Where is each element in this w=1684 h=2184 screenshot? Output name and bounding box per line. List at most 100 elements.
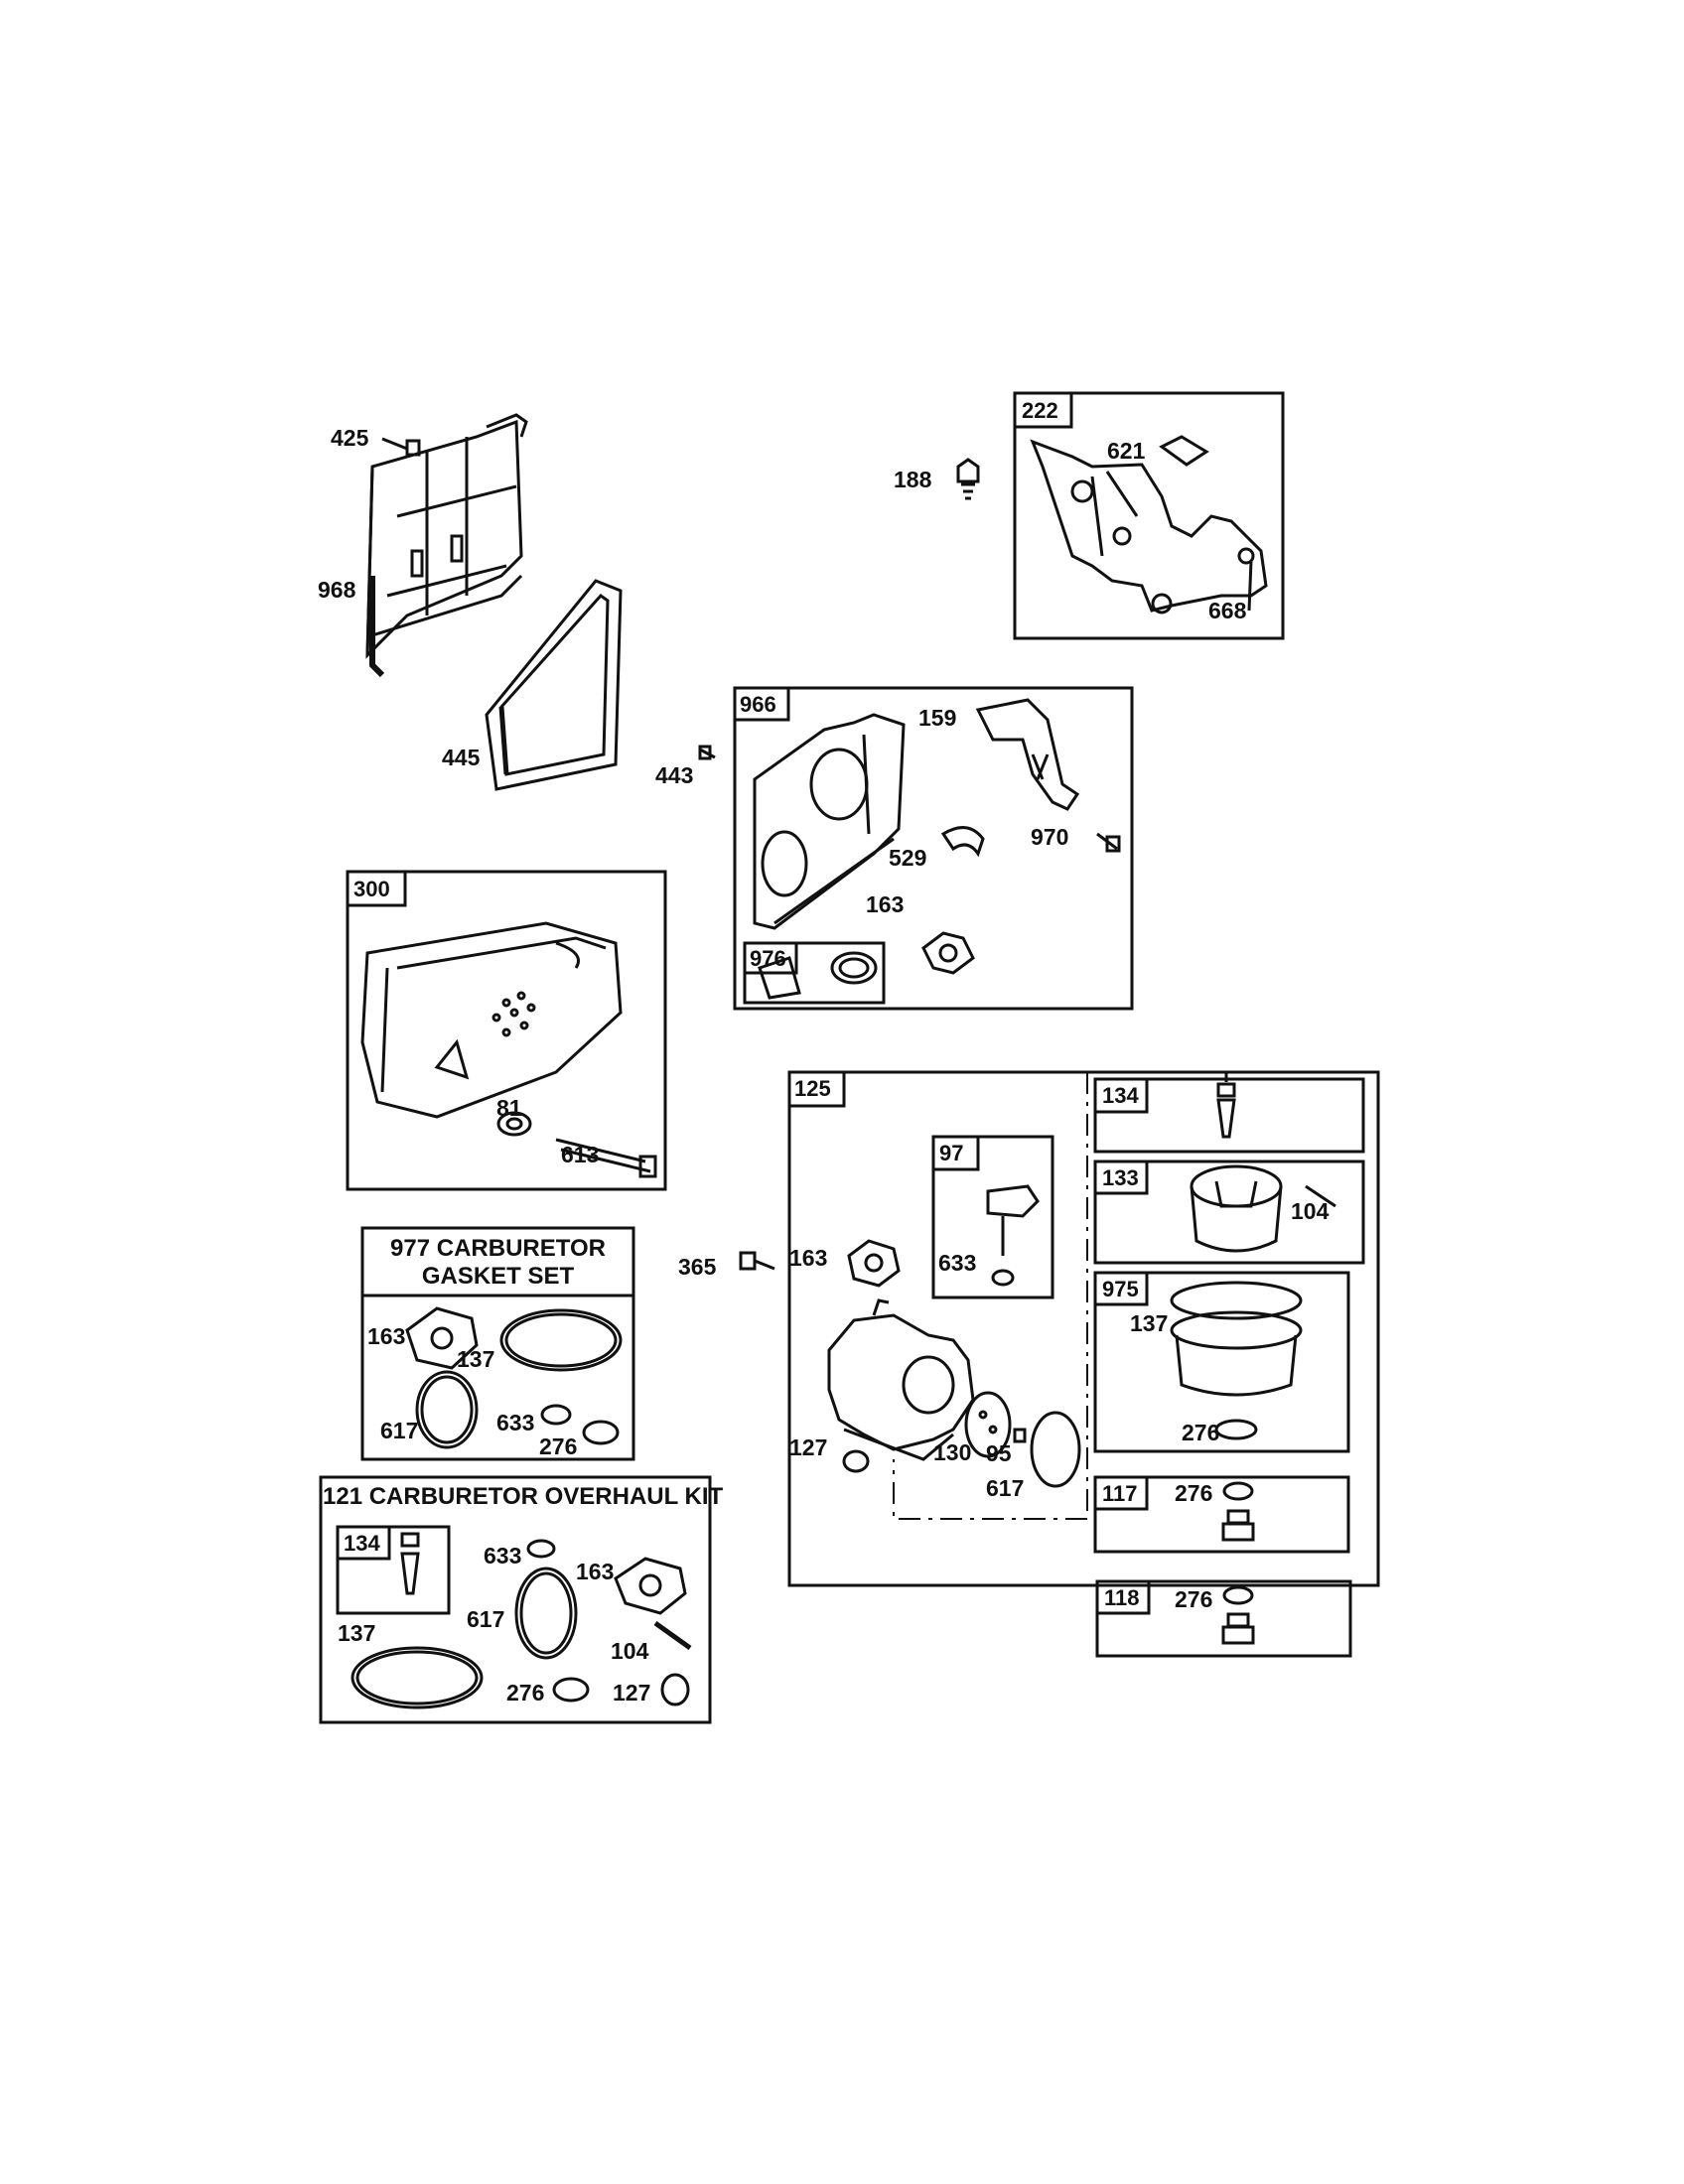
leader-668: [1247, 560, 1253, 612]
label-276c: 276: [1175, 1586, 1213, 1612]
box-133: [1093, 1160, 1365, 1265]
gasket-163a: [921, 931, 975, 975]
label-445: 445: [442, 745, 481, 770]
gasket-163b: [847, 1239, 901, 1288]
bolt-613: [555, 1138, 657, 1178]
box-134b: [336, 1525, 451, 1615]
tag-97: 97: [939, 1141, 964, 1165]
tag-134a: 134: [1102, 1083, 1139, 1108]
box-117: [1093, 1475, 1350, 1554]
label-617c: 617: [467, 1606, 505, 1632]
label-95: 95: [986, 1440, 1012, 1466]
box-300: [346, 870, 667, 1191]
label-159: 159: [918, 705, 957, 731]
screw-95: [1013, 1428, 1027, 1443]
box-966: [733, 686, 1134, 1011]
muffler: [360, 921, 623, 1119]
label-137b: 137: [457, 1346, 495, 1372]
tag-125: 125: [794, 1076, 831, 1101]
tag-117: 117: [1102, 1481, 1138, 1506]
tag-box-97: [931, 1135, 980, 1171]
clip-621: [1159, 435, 1209, 467]
label-163b: 163: [789, 1245, 828, 1271]
label-613: 613: [561, 1142, 600, 1167]
filter-976-parts: [758, 951, 878, 1000]
bolt-425-part: [381, 437, 421, 457]
float-97: [986, 1184, 1040, 1287]
label-529: 529: [889, 845, 927, 871]
tag-975: 975: [1102, 1277, 1139, 1301]
tag-box-118: [1095, 1579, 1151, 1615]
tag-box-300: [346, 870, 407, 907]
tag-134b: 134: [344, 1531, 380, 1556]
bowl-975: [1170, 1281, 1303, 1440]
tag-box-976: [743, 941, 798, 975]
screw-970: [1096, 832, 1121, 853]
label-365: 365: [678, 1254, 717, 1280]
label-443: 443: [655, 762, 694, 788]
throttle-plate-130: [964, 1391, 1012, 1458]
tag-box-975: [1093, 1271, 1149, 1306]
air-filter: [485, 579, 623, 791]
air-cleaner-base: [365, 413, 528, 678]
label-163a: 163: [866, 891, 905, 917]
label-276e: 276: [506, 1680, 545, 1706]
gasket-set-title-line1: 977 CARBURETOR: [390, 1235, 606, 1262]
tag-976: 976: [750, 946, 786, 971]
bracket-159: [975, 698, 1080, 811]
tag-box-966: [733, 686, 790, 722]
float-133: [1190, 1164, 1283, 1253]
tag-118: 118: [1104, 1585, 1140, 1610]
label-276a: 276: [1182, 1420, 1220, 1445]
governor-bracket: [1030, 439, 1268, 614]
label-633b: 633: [496, 1410, 535, 1435]
box-97: [931, 1135, 1054, 1299]
pin-104a: [1305, 1184, 1336, 1208]
label-188: 188: [894, 467, 932, 492]
label-163d: 163: [576, 1559, 615, 1584]
label-130: 130: [933, 1439, 972, 1465]
label-104a: 104: [1291, 1198, 1330, 1224]
box-975: [1093, 1271, 1350, 1453]
box-222: [1013, 391, 1285, 640]
tag-966: 966: [740, 692, 776, 717]
tag-222: 222: [1022, 398, 1058, 423]
bowl-assembly-line: [893, 1071, 1182, 1520]
tag-box-222: [1013, 391, 1073, 429]
tag-133: 133: [1102, 1165, 1139, 1190]
tag-box-134a: [1093, 1077, 1149, 1114]
box-134a: [1093, 1077, 1365, 1154]
intake-plate: [753, 713, 906, 930]
oring-617a: [1030, 1411, 1081, 1488]
label-81: 81: [496, 1095, 522, 1121]
needle-134a: [1216, 1072, 1236, 1139]
screw-188: [956, 458, 980, 500]
label-668: 668: [1208, 598, 1247, 623]
label-970: 970: [1031, 824, 1069, 850]
label-104b: 104: [611, 1638, 649, 1664]
label-163c: 163: [367, 1323, 406, 1349]
label-633a: 633: [938, 1250, 977, 1276]
box-125: [787, 1070, 1380, 1587]
box-977: [360, 1226, 635, 1461]
gasket-set-title-line2: GASKET SET: [421, 1262, 575, 1290]
label-617b: 617: [380, 1418, 419, 1443]
tag-box-134b: [336, 1525, 391, 1561]
box-121: [319, 1475, 712, 1724]
label-127a: 127: [789, 1434, 828, 1460]
label-127b: 127: [613, 1680, 651, 1706]
label-137a: 137: [1130, 1310, 1169, 1336]
overhaul-kit-parts: [351, 1532, 692, 1709]
label-137c: 137: [338, 1620, 376, 1646]
label-968: 968: [318, 577, 356, 603]
bolt-365: [739, 1251, 775, 1271]
plug-127a: [842, 1449, 870, 1473]
carburetor-body: [827, 1298, 975, 1461]
label-425: 425: [331, 425, 369, 451]
tag-box-125: [787, 1070, 846, 1108]
label-617a: 617: [986, 1475, 1025, 1501]
elbow-529: [940, 826, 985, 858]
tag-300: 300: [353, 877, 390, 901]
fitting-118: [1221, 1585, 1255, 1645]
